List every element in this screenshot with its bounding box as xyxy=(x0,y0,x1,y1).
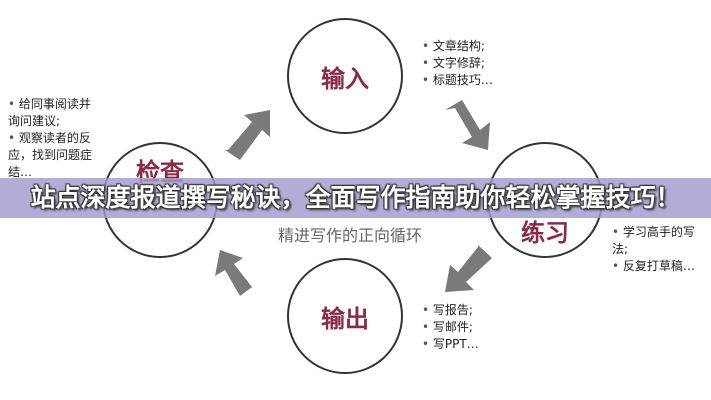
bullet: 反复打草稿… xyxy=(612,258,708,275)
node-output: 输出 xyxy=(287,258,403,374)
bullet: 写报告; xyxy=(422,302,479,319)
bullet: 给同事阅读并询问建议; xyxy=(8,96,100,130)
arrow-practice-to-output xyxy=(445,245,492,292)
arrow-input-to-practice xyxy=(445,100,490,150)
bullet: 写邮件; xyxy=(422,319,479,336)
overlay-title: 站点深度报道撰写秘诀，全面写作指南助你轻松掌握技巧！ xyxy=(30,183,681,212)
bullet: 观察读者的反应，找到问题症结… xyxy=(8,130,100,181)
title-overlay-band xyxy=(0,178,711,218)
bullet: 写PPT… xyxy=(422,336,479,353)
bullet: 文字修辞; xyxy=(422,55,493,72)
bullet: 标题技巧… xyxy=(422,72,493,89)
bullet: 文章结构; xyxy=(422,38,493,55)
check-bullets: 给同事阅读并询问建议; 观察读者的反应，找到问题症结… xyxy=(8,96,100,181)
center-label: 精进写作的正向循环 xyxy=(277,226,422,245)
bullet: 学习高手的写法; xyxy=(612,224,708,258)
output-bullets: 写报告; 写邮件; 写PPT… xyxy=(422,302,479,353)
arrow-check-to-input xyxy=(225,110,270,160)
arrow-output-to-check xyxy=(215,250,255,296)
input-bullets: 文章结构; 文字修辞; 标题技巧… xyxy=(422,38,493,89)
practice-bullets: 学习高手的写法; 反复打草稿… xyxy=(612,224,708,275)
node-input: 输入 xyxy=(287,18,403,134)
